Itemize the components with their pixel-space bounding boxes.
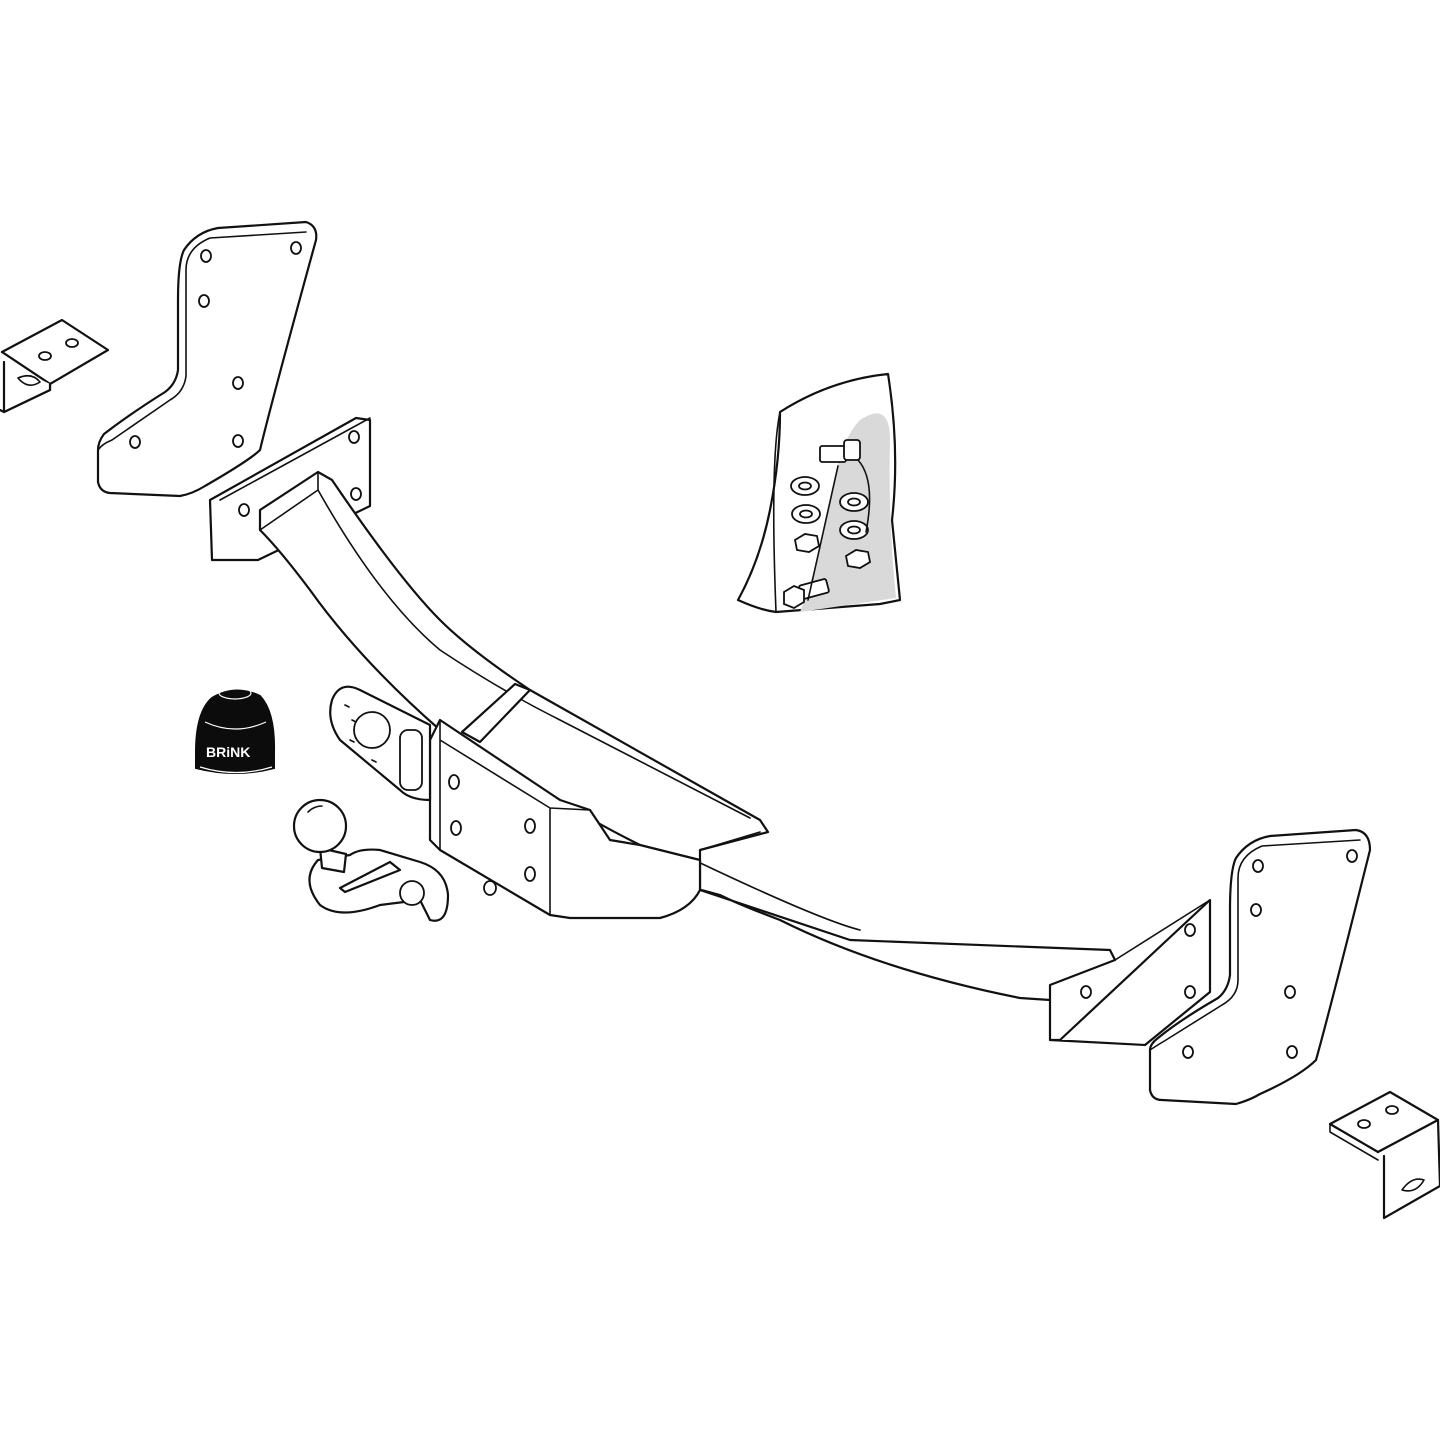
fitting-kit-bag <box>736 372 902 614</box>
tow-ball <box>292 798 450 922</box>
left-mounting-plate <box>96 220 318 498</box>
washers <box>790 476 869 540</box>
ball-cap: BRiNK <box>195 686 276 774</box>
brink-logo: BRiNK <box>206 744 250 760</box>
nuts <box>793 533 872 569</box>
ball-mount-block <box>329 685 702 920</box>
right-mounting-plate <box>1148 828 1372 1106</box>
towbar-crossbar <box>208 416 1212 1047</box>
right-angle-bracket <box>1328 1090 1440 1220</box>
left-angle-bracket <box>0 318 110 414</box>
